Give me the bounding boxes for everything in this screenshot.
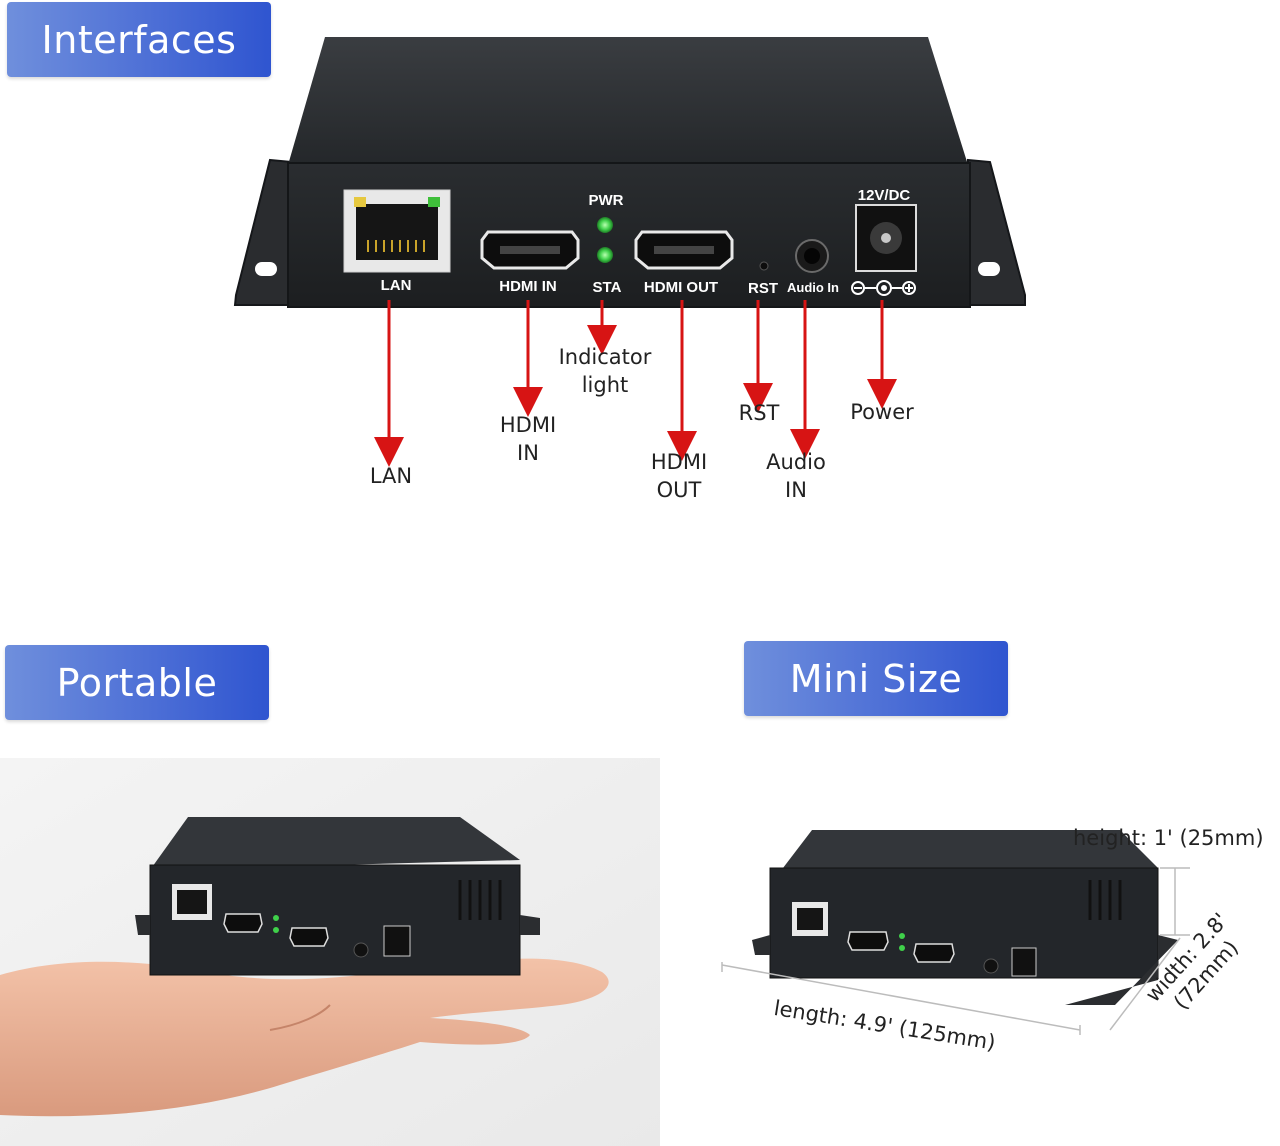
device-label-dc: 12V/DC xyxy=(858,187,911,204)
device-label-hdmi-out: HDMI OUT xyxy=(644,279,718,296)
device-label-hdmi-in: HDMI IN xyxy=(499,278,557,295)
device-label-sta: STA xyxy=(593,279,622,296)
portable-photo xyxy=(0,758,660,1146)
mini-size-photo xyxy=(721,830,1190,1035)
callout-indicator-light: Indicator light xyxy=(558,345,652,397)
callout-hdmi-out: HDMI OUT xyxy=(650,450,708,502)
device-label-audio-in: Audio In xyxy=(787,280,839,295)
polarity-icon xyxy=(851,280,916,296)
callout-arrows xyxy=(374,300,897,467)
banner-portable: Portable xyxy=(5,645,269,720)
led-icon xyxy=(597,217,613,233)
callout-audio-in: Audio IN xyxy=(766,450,826,502)
reset-hole-icon xyxy=(759,261,769,271)
device-label-rst: RST xyxy=(748,280,778,297)
banner-interfaces-label: Interfaces xyxy=(41,17,237,62)
banner-mini-size-label: Mini Size xyxy=(789,656,963,701)
banner-interfaces: Interfaces xyxy=(7,2,271,77)
callout-rst: RST xyxy=(738,401,780,425)
device-label-lan: LAN xyxy=(381,277,412,294)
callout-lan: LAN xyxy=(369,464,413,488)
led-icon xyxy=(597,247,613,263)
device-top xyxy=(288,37,968,165)
hand xyxy=(0,958,609,1117)
left-mounting-ear xyxy=(233,158,293,306)
callout-hdmi-in: HDMI IN xyxy=(499,413,557,465)
dimension-lines xyxy=(721,867,1190,1035)
right-mounting-ear xyxy=(967,158,1026,306)
main-device: LAN HDMI IN PWR STA HDMI OUT RST Audio I… xyxy=(233,37,1026,308)
banner-mini-size: Mini Size xyxy=(744,641,1008,716)
callout-power: Power xyxy=(850,400,914,424)
right-ear-slot xyxy=(978,262,1000,276)
dimension-height: height: 1' (25mm) xyxy=(1073,826,1264,850)
banner-portable-label: Portable xyxy=(56,660,218,705)
left-ear-slot xyxy=(255,262,277,276)
device-label-pwr: PWR xyxy=(589,192,624,209)
